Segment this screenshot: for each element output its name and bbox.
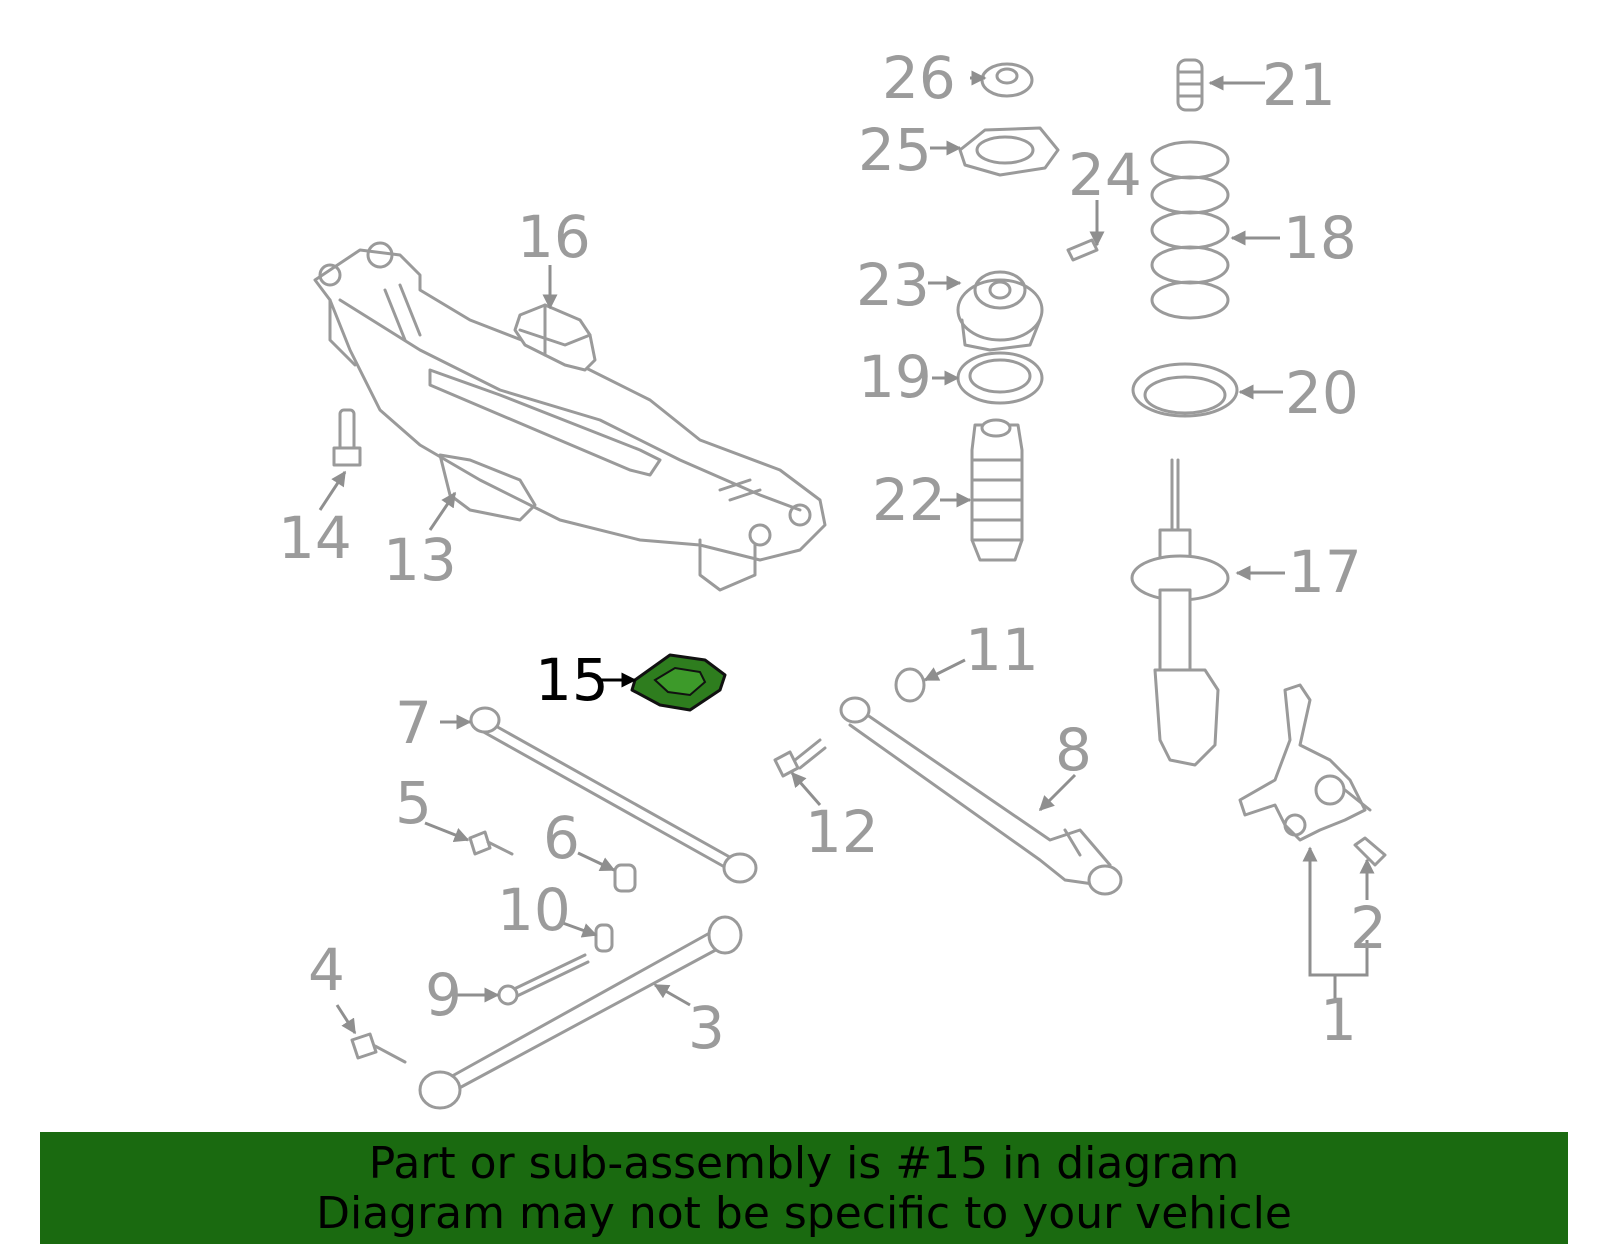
nut-26 (980, 62, 1034, 98)
callout-23: 23 (856, 251, 930, 319)
dust-boot-22 (970, 418, 1024, 562)
coil-spring-18 (1150, 140, 1230, 320)
banner-line-1: Part or sub-assembly is #15 in diagram (368, 1138, 1240, 1189)
callout-24: 24 (1068, 141, 1142, 209)
info-banner: Part or sub-assembly is #15 in diagram D… (40, 1132, 1568, 1244)
callout-5: 5 (395, 769, 432, 837)
callout-12: 12 (805, 798, 879, 866)
strut-17 (1130, 458, 1230, 767)
banner-line-2: Diagram may not be specific to your vehi… (316, 1188, 1292, 1239)
callout-2: 2 (1350, 894, 1387, 962)
leader-lines (318, 70, 1375, 1035)
spring-seat-19 (956, 351, 1044, 405)
callout-8: 8 (1055, 716, 1092, 784)
knuckle-1 (1238, 683, 1372, 842)
strut-mount-23 (956, 270, 1044, 352)
callout-7: 7 (395, 689, 432, 757)
bolt-2 (1353, 836, 1387, 867)
callout-14: 14 (278, 504, 352, 572)
callout-19: 19 (858, 343, 932, 411)
washer-10 (594, 923, 614, 953)
upper-plate-25 (958, 126, 1060, 177)
crossmember (313, 241, 827, 592)
callout-17: 17 (1288, 538, 1362, 606)
bolt-12 (773, 738, 827, 778)
bolt-14 (332, 408, 362, 467)
lower-arm-8 (839, 696, 1123, 896)
callout-20: 20 (1285, 359, 1359, 427)
callout-labels: 26 25 21 24 18 16 23 19 20 22 14 13 17 1… (278, 44, 1387, 1062)
bump-stop-21 (1176, 58, 1204, 112)
callout-6: 6 (543, 804, 580, 872)
bracket-24 (1066, 238, 1099, 262)
callout-1: 1 (1320, 986, 1357, 1054)
bolt-5 (468, 830, 514, 856)
callout-16: 16 (517, 203, 591, 271)
callout-22: 22 (872, 466, 946, 534)
bolt-4 (350, 1032, 407, 1064)
callout-26: 26 (882, 44, 956, 112)
callout-21: 21 (1262, 51, 1336, 119)
callout-18: 18 (1283, 204, 1357, 272)
callout-4: 4 (308, 936, 345, 1004)
trailing-link-7 (469, 706, 758, 884)
washer-6 (613, 863, 637, 893)
mount-bracket (513, 303, 597, 372)
spring-seat-20 (1131, 362, 1239, 418)
bolt-9 (497, 953, 590, 1006)
bushing-11 (894, 667, 926, 703)
callout-15[interactable]: 15 (535, 646, 609, 714)
callout-25: 25 (858, 116, 932, 184)
callout-11: 11 (965, 616, 1039, 684)
highlighted-part-15[interactable] (630, 653, 727, 712)
parts-diagram: 26 25 21 24 18 16 23 19 20 22 14 13 17 1… (278, 44, 1387, 1110)
callout-9: 9 (425, 961, 462, 1029)
callout-13: 13 (383, 526, 457, 594)
callout-10: 10 (497, 876, 571, 944)
lateral-link-3 (418, 915, 743, 1110)
callout-3: 3 (688, 994, 725, 1062)
